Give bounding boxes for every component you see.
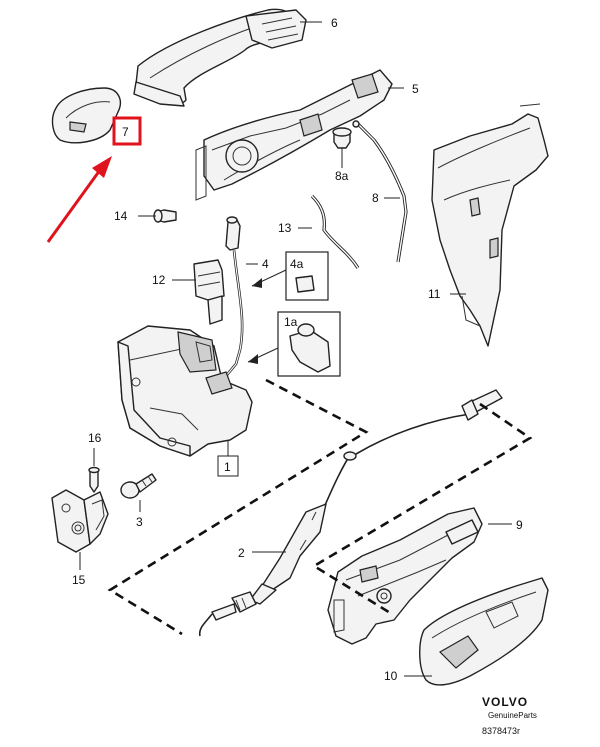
callout-4: 4 bbox=[262, 257, 269, 271]
part-7-handle-cover bbox=[51, 87, 122, 144]
callout-labels: 6 5 7 8a 8 14 13 4 4a 12 11 1a 16 1 3 9 … bbox=[72, 16, 523, 683]
part-4-rod bbox=[225, 216, 244, 377]
inset-1a bbox=[247, 311, 341, 377]
doc-number: 8378473r bbox=[482, 726, 520, 736]
part-16-screw bbox=[88, 466, 100, 493]
brand-block: VOLVO GenuineParts 8378473r bbox=[482, 695, 537, 736]
callout-12: 12 bbox=[152, 273, 166, 287]
part-8a-grommet bbox=[332, 127, 352, 149]
callout-4a: 4a bbox=[290, 257, 304, 271]
part-8-rod bbox=[352, 120, 408, 263]
part-15-striker bbox=[51, 489, 109, 553]
inset-4a bbox=[251, 251, 329, 301]
part-12-bracket bbox=[193, 259, 225, 325]
callout-7: 7 bbox=[122, 125, 129, 139]
part-2-cable bbox=[198, 389, 503, 637]
callout-6: 6 bbox=[331, 16, 338, 30]
callout-8a: 8a bbox=[335, 169, 349, 183]
callout-9: 9 bbox=[516, 518, 523, 532]
part-1-lock bbox=[117, 325, 253, 457]
callout-1a: 1a bbox=[284, 315, 298, 329]
callout-leaders bbox=[79, 21, 512, 677]
highlight-box bbox=[112, 116, 142, 146]
callout-10: 10 bbox=[384, 669, 398, 683]
callout-13: 13 bbox=[278, 221, 292, 235]
part-3-screw bbox=[120, 473, 157, 499]
callout-3: 3 bbox=[136, 515, 143, 529]
brand-sub: GenuineParts bbox=[488, 711, 537, 720]
assembly-dashed-lines bbox=[107, 378, 533, 636]
callout-16: 16 bbox=[88, 431, 102, 445]
part-13-rod bbox=[310, 194, 360, 269]
callout-8: 8 bbox=[372, 191, 379, 205]
callout-1-box bbox=[217, 455, 239, 477]
highlight-annotation bbox=[46, 116, 142, 243]
part-10-interior-handle bbox=[419, 577, 549, 686]
callout-2: 2 bbox=[238, 546, 245, 560]
callout-11: 11 bbox=[428, 287, 441, 301]
part-6-exterior-handle bbox=[133, 8, 307, 107]
part-14-screw bbox=[153, 209, 177, 223]
part-9-interior-bracket bbox=[327, 507, 483, 645]
part-5-handle-carrier bbox=[195, 69, 393, 201]
callout-14: 14 bbox=[114, 209, 128, 223]
callout-15: 15 bbox=[72, 573, 86, 587]
part-11-shield bbox=[431, 103, 549, 347]
brand-name: VOLVO bbox=[482, 695, 528, 709]
callout-1: 1 bbox=[224, 460, 231, 474]
callout-5: 5 bbox=[412, 82, 419, 96]
